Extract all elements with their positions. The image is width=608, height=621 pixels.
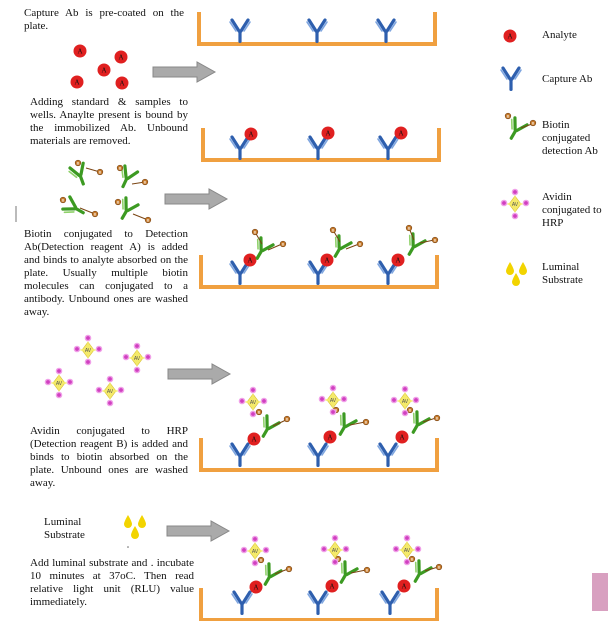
step-2-text: Adding standard & samples to wells. Anay…	[30, 96, 188, 147]
capture-ab	[306, 135, 330, 162]
analyte	[321, 126, 335, 140]
arrow-2	[164, 188, 228, 210]
step-5-text: Add luminal substrate and . incubate 10 …	[30, 557, 194, 608]
capture-antibody-icon	[499, 66, 523, 93]
legend-label-capture-ab: Capture Ab	[542, 73, 593, 85]
complex-4	[228, 384, 441, 469]
analyte	[244, 127, 258, 141]
analyte-icon	[97, 63, 111, 77]
side-tab	[592, 573, 608, 611]
complex-5	[230, 534, 443, 617]
free-avidin-hrp-group	[44, 334, 152, 407]
capture-ab	[228, 18, 252, 45]
capture-ab	[376, 135, 400, 162]
legend-label-avidin-hrp: Avidin conjugated to HRP	[542, 191, 602, 229]
capture-ab	[228, 135, 252, 162]
margin-mark	[15, 206, 17, 222]
complex-3	[228, 224, 439, 287]
analyte	[394, 126, 408, 140]
luminal-substrate-icon	[506, 262, 527, 286]
analyte-icon	[73, 44, 87, 58]
analyte-icon	[114, 50, 128, 64]
legend-label-substrate: Luminal Substrate	[542, 261, 583, 286]
legend-label-detection-ab: Biotin conjugated detection Ab	[542, 119, 598, 157]
step-1-text: Capture Ab is pre-coated on the plate.	[24, 7, 184, 32]
analyte-icon	[115, 76, 129, 90]
arrow-1	[152, 61, 216, 83]
step-4-text: Avidin conjugated to HRP (Detection reag…	[30, 425, 188, 489]
free-detection-ab-group	[59, 159, 152, 225]
capture-ab	[305, 18, 329, 45]
avidin-hrp-icon	[500, 188, 530, 220]
biotin-detection-antibody-icon	[501, 112, 537, 145]
step-3-text: Biotin conjugated to Detection Ab(Detect…	[24, 228, 188, 318]
substrate-label: Luminal Substrate	[44, 516, 85, 541]
arrow-3	[167, 363, 231, 385]
legend-label-analyte: Analyte	[542, 29, 577, 41]
capture-ab	[374, 18, 398, 45]
analyte-icon	[70, 75, 84, 89]
free-substrate-drops	[124, 515, 146, 539]
analyte-icon	[503, 29, 517, 43]
arrow-4	[166, 520, 230, 542]
dot-mark	[127, 546, 129, 548]
